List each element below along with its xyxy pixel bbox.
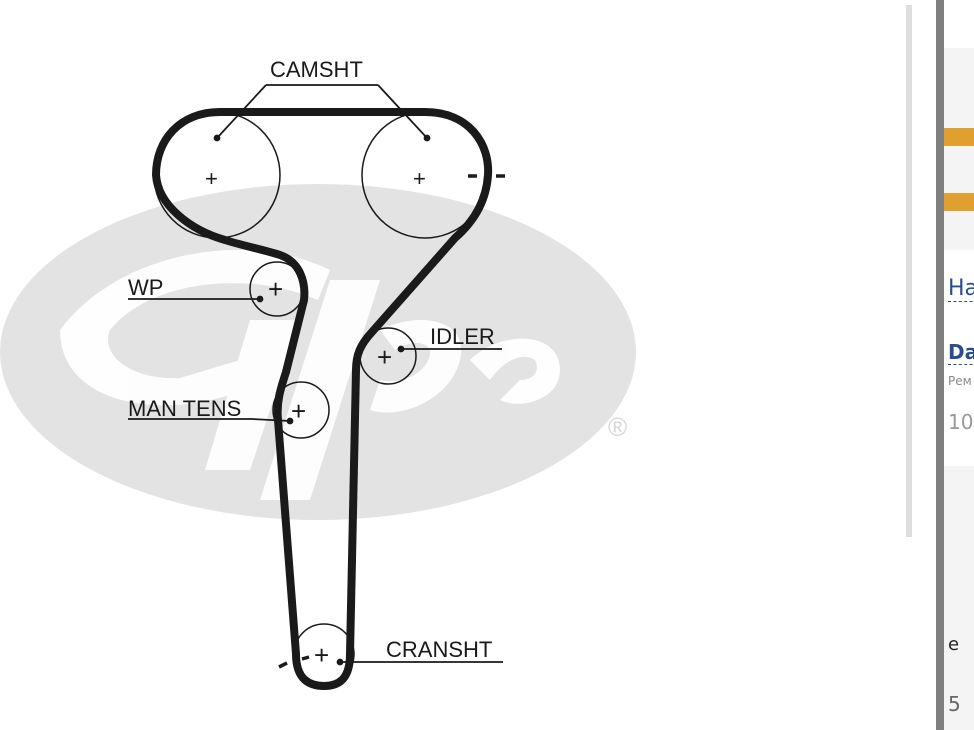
content-card [944, 250, 974, 466]
plus-mark-crankshaft: + [314, 640, 329, 670]
water-pump-label: WP [128, 275, 163, 300]
plus-mark-idler: + [377, 342, 392, 372]
manual-tensioner-label: MAN TENS [128, 396, 241, 421]
plus-mark-manual-tensioner: + [291, 396, 306, 426]
divider [906, 5, 912, 537]
timing-mark-crankshaft-right [301, 655, 310, 661]
timing-belt [152, 108, 493, 690]
registered-mark: ® [608, 412, 627, 442]
panel-digit: 5 [948, 692, 961, 716]
plus-mark-camshaft-left: + [205, 166, 218, 191]
accent-bar-1 [944, 128, 974, 146]
timing-mark-crankshaft-left [278, 661, 288, 669]
plus-mark-water-pump: + [268, 274, 283, 304]
plus-mark-camshaft-right: + [413, 166, 426, 191]
panel-subtext: Рем [948, 374, 972, 388]
header-strip [944, 0, 974, 48]
accent-bar-2 [944, 193, 974, 211]
panel-edge [936, 0, 944, 730]
panel-link[interactable]: Da [948, 340, 974, 365]
idler-label: IDLER [430, 324, 495, 349]
panel-heading[interactable]: Ha [948, 276, 974, 302]
manual-tensioner-pulley [272, 381, 330, 439]
crankshaft-label: CRANSHT [386, 637, 492, 662]
camshaft-label: CAMSHT [270, 57, 363, 82]
panel-number: 10 [948, 410, 974, 434]
gates-watermark: ® [0, 184, 636, 520]
panel-letter: e [948, 634, 960, 655]
side-panel: Ha Da Рем 10 e 5 [936, 0, 974, 730]
